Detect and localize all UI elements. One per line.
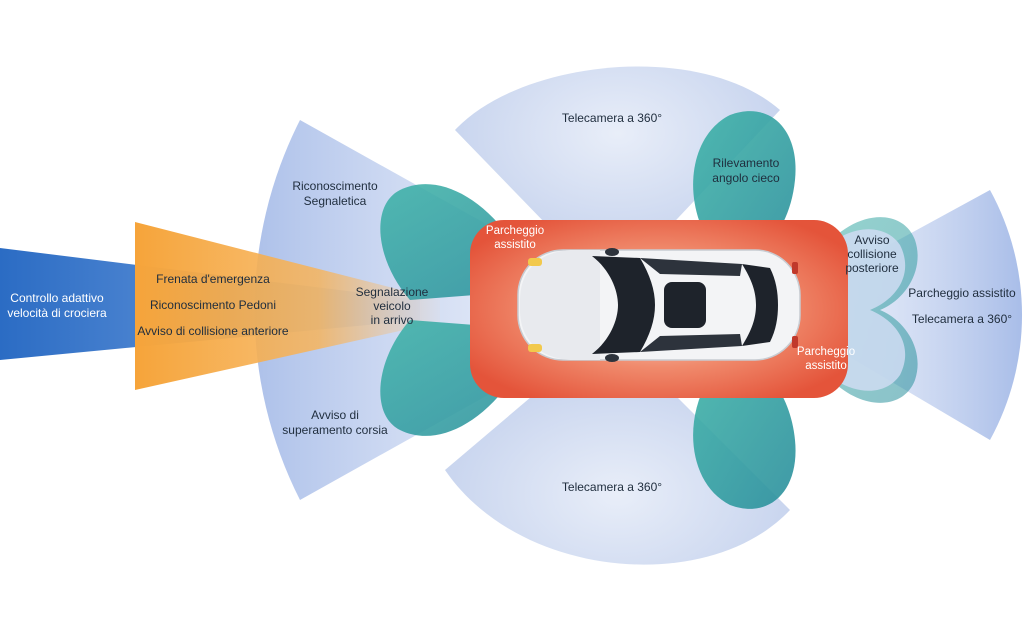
front-radar-zone — [135, 222, 440, 390]
rear-camera-zone — [770, 190, 1023, 440]
pedestrian-recognition-label: Riconoscimento Pedoni — [150, 298, 276, 312]
cross-traffic-label-2: veicolo — [373, 299, 411, 313]
forward-collision-label: Avviso di collisione anteriore — [137, 324, 289, 338]
park-assist-front-label-2: assistito — [494, 239, 536, 251]
sign-recognition-zone — [254, 120, 640, 500]
cross-traffic-label-3: in arrivo — [371, 313, 414, 327]
emergency-braking-label: Frenata d'emergenza — [156, 272, 270, 286]
surround-camera-bottom-label: Telecamera a 360° — [562, 480, 662, 494]
park-assist-rear-label-2: assistito — [805, 360, 847, 372]
rear-camera-label: Telecamera a 360° — [912, 312, 1012, 326]
cross-traffic-label-1: Segnalazione — [356, 285, 429, 299]
rear-collision-label-3: posteriore — [845, 261, 899, 275]
blind-spot-label-2: angolo cieco — [712, 171, 780, 185]
park-assist-rear-label-1: Parcheggio — [797, 346, 855, 358]
park-assist-front-label-1: Parcheggio — [486, 225, 544, 237]
adaptive-cruise-label-1: Controllo adattivo — [10, 291, 104, 305]
car-top-view — [517, 248, 801, 362]
lane-departure-label-2: superamento corsia — [282, 423, 388, 437]
rear-collision-label-2: collisione — [847, 247, 897, 261]
adaptive-cruise-label-2: velocità di crociera — [7, 306, 107, 320]
sign-recognition-label-1: Riconoscimento — [292, 179, 378, 193]
surround-camera-bottom-zone — [445, 330, 790, 565]
lane-departure-label-1: Avviso di — [311, 408, 359, 422]
blind-spot-label-1: Rilevamento — [713, 156, 780, 170]
rear-park-assist-label: Parcheggio assistito — [908, 286, 1016, 300]
rear-collision-label-1: Avviso — [854, 233, 889, 247]
sign-recognition-label-2: Segnaletica — [304, 194, 367, 208]
surround-camera-top-label: Telecamera a 360° — [562, 111, 662, 125]
surround-camera-top-zone — [455, 66, 780, 290]
